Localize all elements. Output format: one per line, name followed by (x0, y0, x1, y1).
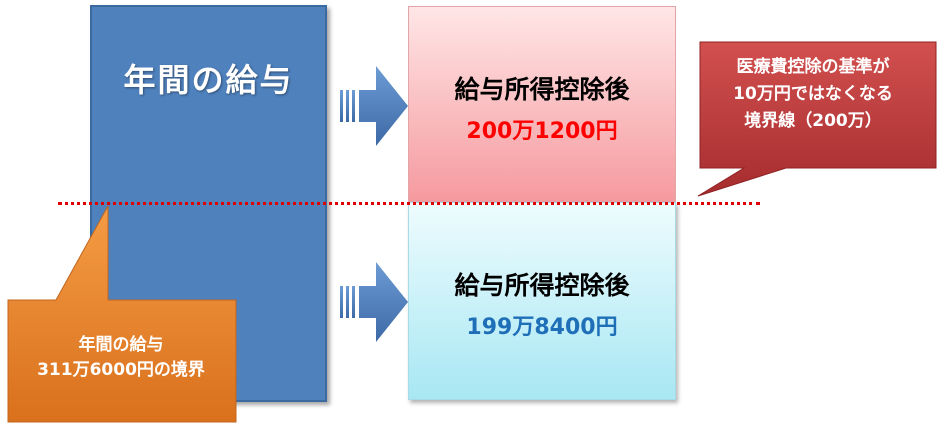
red-callout-line: 10万円ではなくなる (733, 84, 893, 104)
lower-result-value: 199万8400円 (466, 315, 618, 340)
orange-callout-line: 年間の給与 (78, 335, 164, 355)
upper-result-box (408, 6, 676, 202)
lower-result-label: 給与所得控除後 (454, 271, 630, 300)
lower-result-box (408, 202, 676, 400)
upper-result-label: 給与所得控除後 (454, 75, 630, 104)
orange-callout-text: 年間の給与 311万6000円の境界 (8, 333, 234, 383)
orange-callout (7, 205, 237, 423)
annual-salary-title: 年間の給与 (123, 61, 294, 99)
orange-callout-line: 311万6000円の境界 (37, 360, 205, 380)
boundary-line (58, 202, 760, 205)
red-callout-line: 医療費控除の基準が (736, 57, 890, 77)
red-callout-line: 境界線（200万） (744, 111, 882, 131)
right-arrow-icon (340, 262, 408, 342)
red-callout (697, 41, 937, 197)
red-callout-text: 医療費控除の基準が 10万円ではなくなる 境界線（200万） (700, 54, 926, 135)
upper-result-value: 200万1200円 (466, 119, 618, 144)
right-arrow-icon (340, 66, 408, 146)
